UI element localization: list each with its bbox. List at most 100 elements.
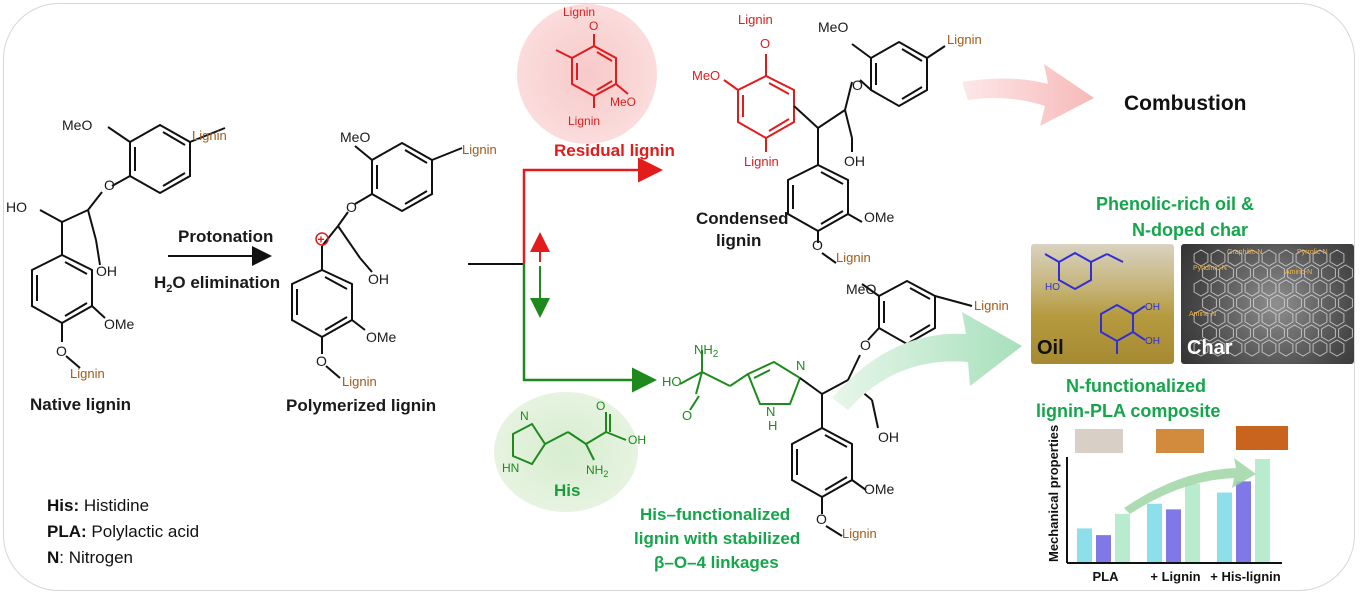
native-ho: HO [6, 199, 27, 215]
lattice-hex [1261, 339, 1277, 357]
residual-lignin-label: Residual lignin [554, 141, 675, 160]
poly-lignin-top: Lignin [462, 142, 497, 157]
lattice-hex [1261, 309, 1277, 327]
lattice-hex [1202, 324, 1217, 342]
lignin-swatch [1156, 429, 1204, 453]
x-tick-label-0: PLA [1093, 569, 1120, 584]
lattice-hex [1244, 279, 1260, 297]
lattice-hex [1278, 309, 1294, 327]
trend-arrow [1124, 458, 1256, 514]
lattice-hex [1210, 279, 1226, 297]
lattice-hex [1287, 294, 1302, 312]
lattice-hex [1261, 279, 1277, 297]
native-o2: O [56, 343, 67, 359]
phenolic-label-1: Phenolic-rich oil & [1096, 194, 1254, 214]
hf-o3: O [816, 511, 827, 527]
lattice-hex [1278, 279, 1294, 297]
poly-ome: OMe [366, 329, 397, 345]
char-annotation-0: Graphitic-N [1227, 249, 1262, 256]
his-label: His [554, 481, 580, 500]
condensed-meo-red: MeO [692, 68, 720, 83]
condensed-lignin-black [787, 40, 946, 264]
native-lignin-label: Native lignin [30, 395, 131, 414]
native-o: O [104, 177, 115, 193]
lattice-hex [1338, 324, 1353, 342]
histidine-structure [512, 412, 627, 466]
char-annotation-1: Pyrrolic-N [1297, 249, 1328, 256]
lattice-hex [1227, 339, 1243, 357]
hf-nh: N [766, 404, 775, 419]
bar-1-1 [1166, 509, 1181, 562]
lattice-hex [1338, 294, 1353, 312]
lattice-hex [1227, 279, 1243, 297]
lattice-hex [1295, 339, 1311, 357]
his-branch-arrow [522, 264, 657, 393]
condensed-lignin-bottom: Lignin [836, 250, 871, 265]
hf-ho: HO [662, 374, 682, 389]
lattice-hex [1270, 294, 1285, 312]
polymerized-lignin-structure [291, 141, 463, 379]
condensed-o2: O [852, 77, 863, 93]
protonation-label: Protonation [178, 227, 273, 246]
lattice-hex [1253, 294, 1268, 312]
lattice-hex [1261, 249, 1277, 267]
oil-ho: HO [1045, 282, 1060, 293]
condensed-lignin-top: Lignin [738, 12, 773, 27]
hf-oh: OH [878, 429, 899, 445]
lattice-hex [1219, 294, 1234, 312]
lattice-hex [1278, 249, 1294, 267]
condensed-o: O [760, 36, 770, 51]
residual-lignin-top: Lignin [563, 5, 595, 19]
his-oh: OH [628, 433, 646, 447]
his-n: N [520, 409, 529, 423]
lattice-hex [1321, 264, 1336, 282]
bar-2-2 [1255, 458, 1270, 562]
h2o-elimination-label: H2O elimination [154, 273, 280, 295]
residual-branch-arrow [522, 157, 663, 264]
poly-oh: OH [368, 271, 389, 287]
combustion-arrow [962, 64, 1094, 126]
his-lignin-swatch [1236, 426, 1288, 450]
legend-his: His: Histidine [47, 496, 150, 515]
native-lignin-bottom: Lignin [70, 366, 105, 381]
products-arrow [832, 312, 1022, 410]
condensed-lignin-red-ring [723, 54, 795, 152]
hf-meo: MeO [846, 281, 876, 297]
lattice-hex [1321, 294, 1336, 312]
lattice-hex [1338, 264, 1353, 282]
mechanical-properties-chart: PLA+ Lignin+ His-lignin [1066, 457, 1282, 584]
hf-n: N [796, 358, 805, 373]
chart-y-label: Mechanical properties [1046, 425, 1061, 562]
native-lignin-top: Lignin [192, 128, 227, 143]
char-annotation-4: Amine-N [1189, 311, 1216, 318]
lattice-hex [1321, 324, 1336, 342]
bar-0-0 [1077, 528, 1092, 562]
hf-o: O [682, 408, 692, 423]
lattice-hex [1304, 264, 1319, 282]
bar-1-2 [1185, 483, 1200, 562]
residual-o: O [589, 19, 598, 33]
lattice-hex [1244, 309, 1260, 327]
condensed-lignin-right: Lignin [947, 32, 982, 47]
lattice-hex [1312, 309, 1328, 327]
hf-lignin-right: Lignin [974, 298, 1009, 313]
native-oh: OH [96, 263, 117, 279]
hf-ome: OMe [864, 481, 895, 497]
poly-lignin-bottom: Lignin [342, 374, 377, 389]
lattice-hex [1219, 264, 1234, 282]
bar-1-0 [1147, 503, 1162, 562]
lattice-hex [1270, 264, 1285, 282]
oil-label: Oil [1037, 337, 1064, 359]
lattice-hex [1227, 309, 1243, 327]
lattice-hex [1295, 309, 1311, 327]
lattice-hex [1287, 264, 1302, 282]
condensed-label-1: Condensed [696, 209, 789, 228]
oil-molecules: HO OH OH [1044, 251, 1160, 354]
lattice-hex [1236, 324, 1251, 342]
legend-pla: PLA: Polylactic acid [47, 522, 200, 541]
residual-lignin-highlight [517, 4, 657, 144]
combustion-label: Combustion [1124, 92, 1246, 115]
lattice-hex [1304, 324, 1319, 342]
lattice-hex [1329, 339, 1345, 357]
